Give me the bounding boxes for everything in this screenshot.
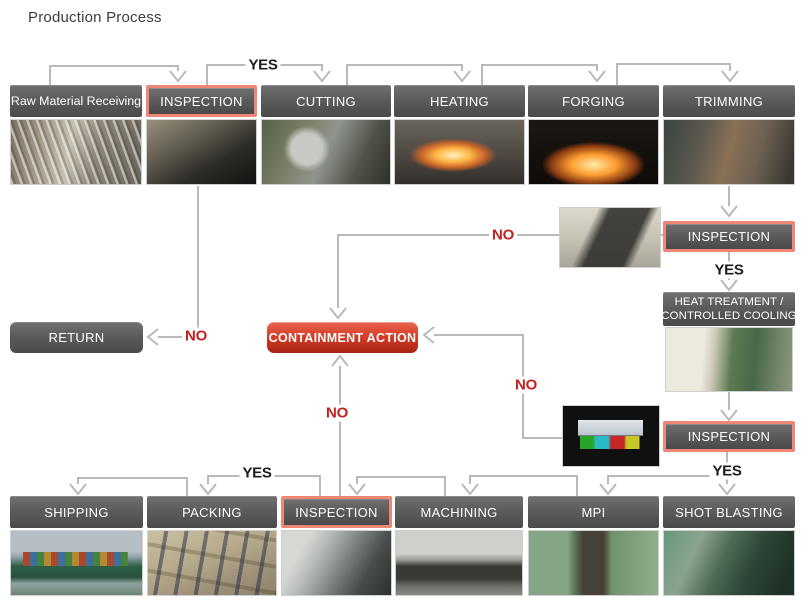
node-label: CONTROLLED COOLING <box>661 310 797 322</box>
cutting-photo <box>261 119 391 185</box>
node-inspection-2: INSPECTION <box>663 221 795 252</box>
connector-line <box>77 477 188 496</box>
yes-label-1: YES <box>245 56 281 74</box>
node-inspection-3: INSPECTION <box>663 421 795 452</box>
node-label: Raw Material Receiving <box>10 94 142 108</box>
mpi-photo <box>528 530 659 596</box>
yes-label-4: YES <box>239 464 275 482</box>
node-label: MPI <box>581 504 606 520</box>
node-containment-action: CONTAINMENT ACTION <box>267 322 418 353</box>
arrowhead-down-icon <box>69 483 87 496</box>
node-label: INSPECTION <box>160 93 243 109</box>
node-cutting: CUTTING <box>261 85 391 117</box>
inspection-1-photo <box>146 119 257 185</box>
node-forging: FORGING <box>528 85 659 117</box>
trimming-photo <box>663 119 795 185</box>
arrowhead-down-icon <box>599 483 617 496</box>
node-label: CUTTING <box>296 93 356 109</box>
connector-line <box>337 234 663 308</box>
inspection-4-photo <box>281 530 392 596</box>
arrowhead-down-icon <box>199 483 217 496</box>
page-title: Production Process <box>28 9 162 26</box>
caliper-photo <box>559 207 661 268</box>
connector-line <box>434 334 570 439</box>
shot-blasting-photo <box>663 530 795 596</box>
node-label: PACKING <box>182 504 242 520</box>
node-inspection-1: INSPECTION <box>146 85 257 117</box>
arrowhead-down-icon <box>718 483 736 496</box>
node-heating: HEATING <box>394 85 525 117</box>
heating-photo <box>394 119 525 185</box>
arrowhead-down-icon <box>453 70 471 83</box>
connector-line <box>158 186 199 338</box>
node-shipping: SHIPPING <box>10 496 143 528</box>
arrowhead-down-icon <box>348 483 366 496</box>
shipping-photo <box>10 530 143 596</box>
node-label: INSPECTION <box>687 229 771 244</box>
raw-material-photo <box>10 119 142 185</box>
connector-line <box>356 476 446 496</box>
node-trimming: TRIMMING <box>663 85 795 117</box>
connector-line <box>481 64 598 85</box>
arrowhead-left-icon <box>422 326 435 344</box>
no-label-inspection-2: NO <box>489 226 517 244</box>
no-label-inspection-4: NO <box>323 404 351 422</box>
monitor-photo <box>562 405 660 467</box>
heat-treatment-photo <box>665 327 793 392</box>
arrowhead-down-icon <box>169 70 187 83</box>
arrowhead-up-icon <box>331 354 349 367</box>
node-label: HEATING <box>430 93 489 109</box>
connector-line <box>607 475 727 484</box>
node-inspection-4: INSPECTION <box>281 496 392 528</box>
arrowhead-down-icon <box>461 483 479 496</box>
arrowhead-down-icon <box>720 409 738 422</box>
node-label: TRIMMING <box>694 93 764 109</box>
arrowhead-down-icon <box>313 70 331 83</box>
connector-line <box>49 65 179 85</box>
arrowhead-left-icon <box>146 328 159 346</box>
node-mpi: MPI <box>528 496 659 528</box>
connector-line <box>616 63 731 85</box>
arrowhead-down-icon <box>720 205 738 218</box>
connector-line <box>346 64 463 85</box>
node-packing: PACKING <box>147 496 277 528</box>
forging-photo <box>528 119 659 185</box>
node-label: INSPECTION <box>295 504 378 520</box>
node-label: INSPECTION <box>687 429 771 444</box>
node-label: SHIPPING <box>44 504 109 520</box>
yes-label-2: YES <box>711 261 747 279</box>
no-label-return: NO <box>182 327 210 345</box>
node-label: FORGING <box>562 93 625 109</box>
arrowhead-down-icon <box>329 307 347 320</box>
packing-photo <box>147 530 277 596</box>
yes-label-3: YES <box>709 462 745 480</box>
no-label-inspection-3: NO <box>512 376 540 394</box>
node-label: RETURN <box>48 330 105 345</box>
arrowhead-down-icon <box>588 70 606 83</box>
node-label: SHOT BLASTING <box>675 504 783 520</box>
node-shot-blasting: SHOT BLASTING <box>663 496 795 528</box>
node-machining: MACHINING <box>395 496 523 528</box>
node-label: MACHINING <box>420 504 498 520</box>
node-label: CONTAINMENT ACTION <box>268 330 417 345</box>
node-return: RETURN <box>10 322 143 353</box>
arrowhead-down-icon <box>720 279 738 292</box>
arrowhead-down-icon <box>721 70 739 83</box>
node-heat-treatment: HEAT TREATMENT / CONTROLLED COOLING <box>661 292 797 326</box>
machining-photo <box>395 530 523 596</box>
node-raw-material-receiving: Raw Material Receiving <box>10 85 142 117</box>
node-label: HEAT TREATMENT / <box>674 295 784 308</box>
connector-line <box>469 475 578 496</box>
